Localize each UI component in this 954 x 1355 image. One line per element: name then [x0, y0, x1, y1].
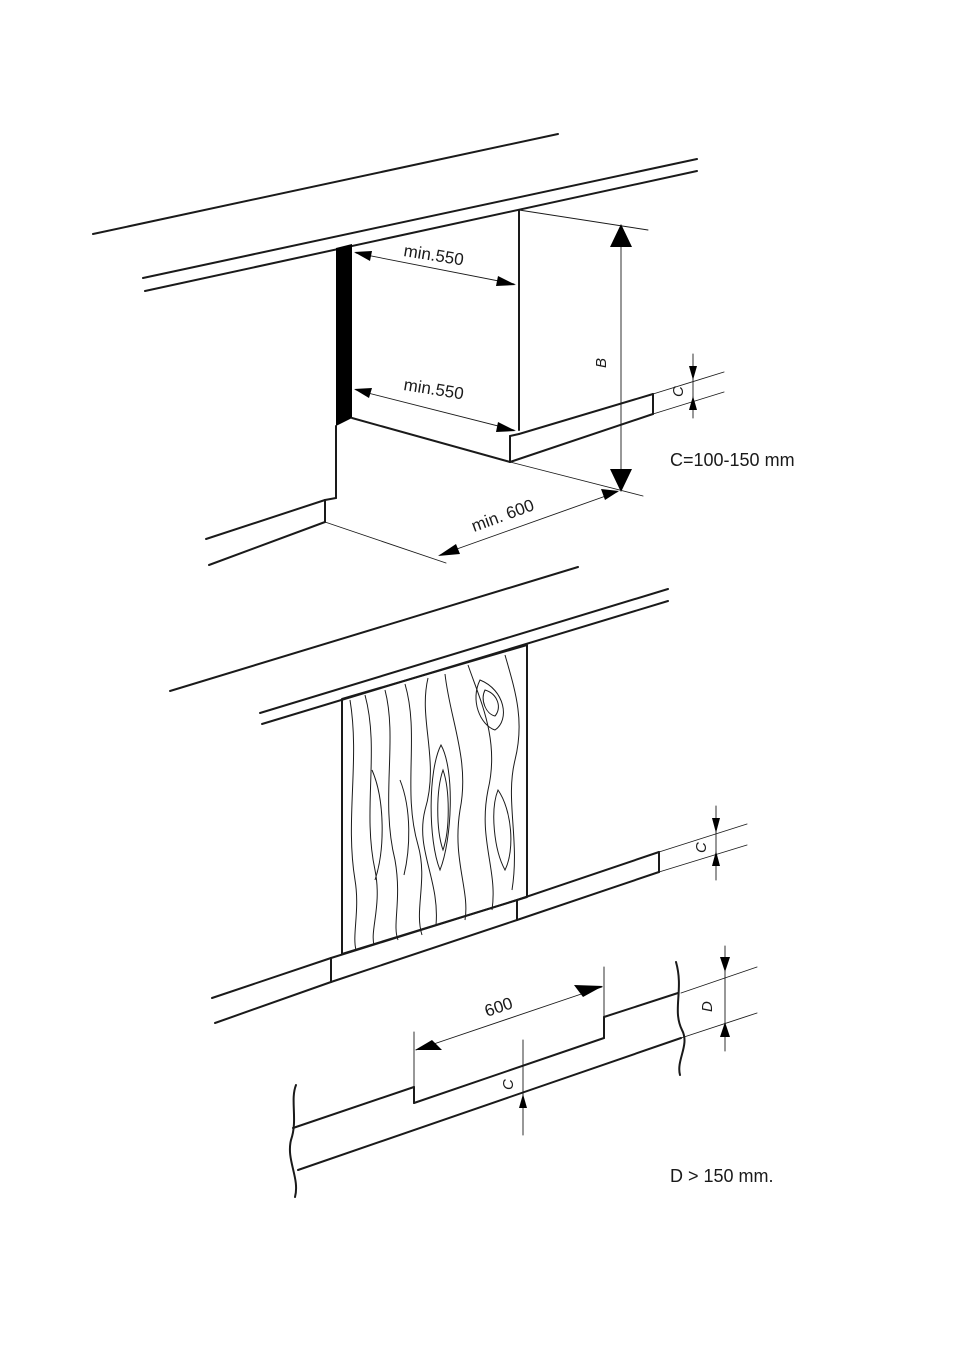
arrow-head [496, 276, 516, 286]
dim-line-depth-bottom [355, 389, 515, 431]
right-plinth-upper [518, 393, 654, 435]
dim-label-step: D [699, 1001, 716, 1012]
break-line-left [288, 1084, 298, 1198]
extension-line [652, 371, 725, 395]
dim-label-depth-top: min.550 [402, 241, 465, 269]
arrow-head [415, 1040, 442, 1050]
arrow-head [720, 1022, 730, 1037]
dim-label-height: B [593, 358, 610, 368]
arrow-head [720, 957, 730, 972]
dim-line-width [415, 986, 603, 1051]
arrow-head [610, 224, 632, 247]
dim-label-plinth: C [670, 386, 687, 397]
dim-label-width: min. 600 [469, 496, 537, 536]
worktop-front-edge-lower [144, 170, 698, 292]
arrow-head [438, 544, 460, 556]
worktop-back-edge [169, 566, 579, 692]
extension-line [680, 966, 758, 994]
note-plinth-range: C=100-150 mm [670, 450, 795, 470]
extension-line [658, 844, 748, 873]
worktop-front-edge-upper [259, 588, 669, 714]
extension-line [509, 461, 644, 497]
arrow-head [689, 396, 697, 410]
right-plinth-lower [516, 871, 660, 921]
extension-line [658, 823, 748, 853]
dim-label-width: 600 [482, 994, 515, 1021]
note-step-minimum: D > 150 mm. [670, 1166, 774, 1186]
recess-floor [413, 1037, 605, 1104]
dim-label-plinth-lower: C [500, 1079, 517, 1090]
arrow-head [689, 366, 697, 380]
left-plinth-lower [214, 981, 332, 1024]
extension-line [324, 521, 447, 564]
left-plinth-lower [208, 521, 326, 566]
worktop-back-edge [92, 133, 559, 235]
arrow-head [712, 851, 720, 866]
extension-line [652, 391, 725, 415]
extension-line [518, 209, 649, 231]
arrow-head [712, 818, 720, 833]
arrow-head [354, 251, 372, 261]
wood-grain-texture [349, 654, 520, 951]
left-plinth-upper [211, 957, 332, 999]
left-plinth-upper [205, 499, 326, 540]
break-line-right [675, 961, 686, 1076]
right-plinth-upper [516, 851, 660, 901]
worktop-front-edge-upper [142, 158, 698, 279]
bottom-figure-installed: C 600 C D D > 150 mm. [169, 566, 774, 1198]
arrow-head [519, 1094, 527, 1108]
right-plinth-lower [509, 413, 654, 463]
dim-label-plinth-upper: C [693, 842, 710, 853]
dim-label-depth-bottom: min.550 [402, 375, 465, 403]
arrow-head [601, 489, 619, 500]
arrow-head [574, 985, 603, 997]
left-cabinet-panel [336, 244, 352, 426]
arrow-head [610, 469, 632, 492]
arrow-head [496, 422, 516, 432]
arrow-head [354, 388, 372, 398]
dim-line-depth-top [355, 252, 515, 285]
floor-front-edge [297, 1037, 682, 1171]
extension-line [680, 1012, 758, 1039]
top-figure-niche: min.550 min.550 B C min. 600 C=100-150 m… [92, 133, 795, 566]
dim-line-width [439, 491, 618, 556]
niche-floor-left [351, 417, 511, 463]
